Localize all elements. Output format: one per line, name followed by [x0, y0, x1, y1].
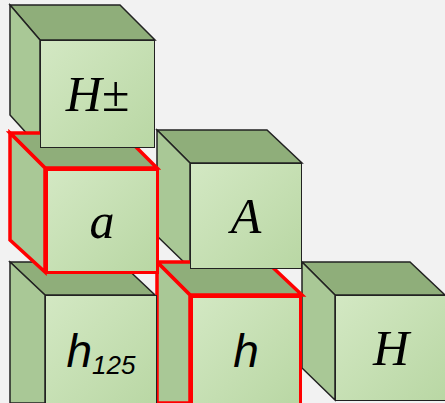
particle-cube: A: [190, 163, 302, 269]
particle-cube: h125: [45, 295, 157, 403]
particle-cube: H: [335, 295, 445, 401]
particle-label: h: [67, 328, 93, 374]
particle-label: H: [373, 323, 409, 373]
subscript-label: 125: [92, 352, 135, 378]
particle-label: h: [233, 328, 259, 374]
particle-label: a: [90, 196, 115, 246]
particle-label: H±: [66, 69, 130, 119]
particle-label: A: [231, 191, 262, 241]
highlighted-particle-cube: a: [45, 168, 159, 274]
particle-cube: H±: [40, 40, 155, 148]
highlighted-particle-cube: h: [190, 295, 302, 403]
